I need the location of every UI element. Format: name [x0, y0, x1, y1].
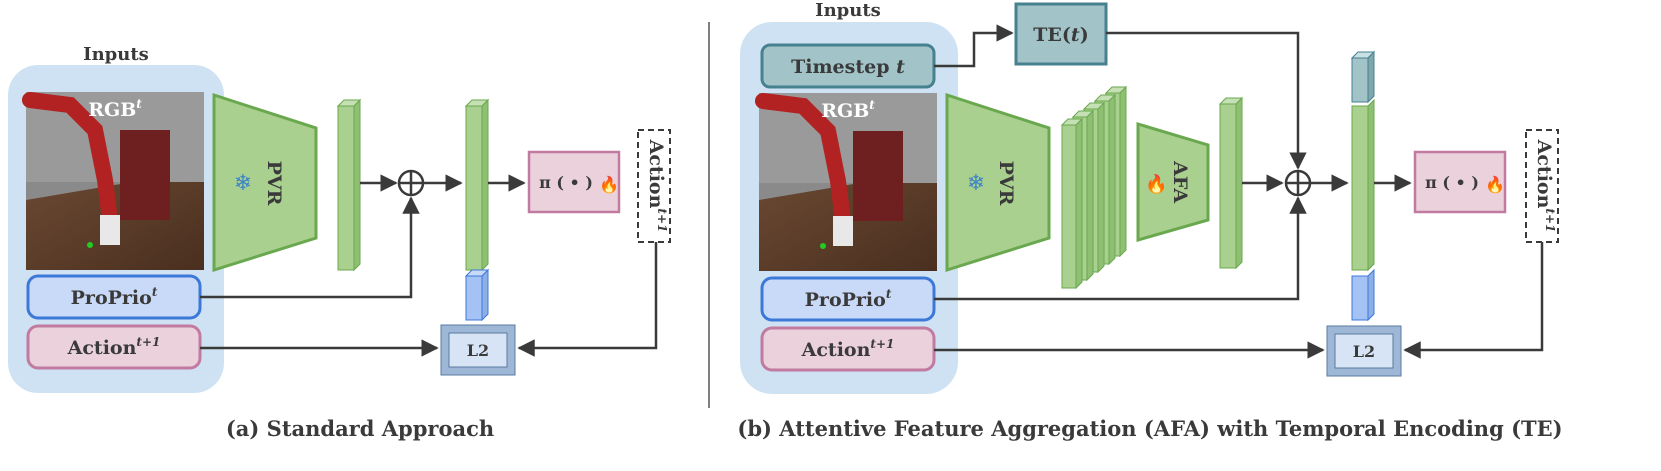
action-output-box-a [637, 129, 671, 243]
combined-vector-b [1350, 50, 1376, 322]
svg-text:ProPriot: ProPriot [805, 287, 892, 311]
combined-vector-a [464, 98, 490, 322]
te-label: TE( [1033, 24, 1071, 46]
rgb-image-b: RGBt [755, 93, 937, 271]
te-close: ) [1080, 24, 1089, 46]
pvr-encoder-b [945, 92, 1051, 273]
action-input-label-a: Action [67, 337, 137, 359]
policy-label-a: π ( • ) [539, 173, 593, 192]
policy-label-b: π ( • ) [1425, 173, 1479, 192]
panel-b: Inputs Timestep t TE(t) RGBt ProPriot Ac… [737, 0, 1562, 441]
l2-label-a: L2 [467, 341, 489, 360]
svg-text:Actiont+1: Actiont+1 [67, 335, 161, 359]
action-output-sup-b: t+1 [1543, 208, 1557, 232]
svg-text:ProPriot: ProPriot [71, 285, 158, 309]
panel-a: Inputs RGBt ProPriot Actiont+1 ❄ PVR [8, 44, 671, 441]
caption-b: (b) Attentive Feature Aggregation (AFA) … [737, 416, 1562, 441]
te-var: t [1071, 24, 1080, 46]
timestep-label: Timestep [791, 56, 889, 78]
temporal-encoding-box [1014, 2, 1108, 66]
snowflake-icon: ❄ [234, 171, 252, 196]
snowflake-icon: ❄ [967, 171, 985, 196]
fire-icon: 🔥 [1145, 173, 1167, 195]
pvr-label-a: PVR [263, 161, 285, 206]
rgb-image-a: RGBt [22, 92, 204, 270]
svg-text:Actiont+1: Actiont+1 [1533, 139, 1557, 233]
rgb-sup-b: t [869, 98, 875, 112]
inputs-title-b: Inputs [815, 0, 881, 21]
concat-operator-a [397, 169, 425, 197]
svg-text:TE(t): TE(t) [1033, 24, 1088, 46]
timestep-var: t [896, 56, 905, 78]
policy-box-b [1413, 150, 1507, 214]
feature-vector-a [336, 98, 362, 272]
afa-label: AFA [1169, 160, 1191, 203]
pvr-label-b: PVR [995, 161, 1017, 206]
rgb-label-a: RGB [88, 99, 136, 121]
fire-icon: 🔥 [1485, 175, 1505, 194]
l2-loss-a: L2 [440, 324, 516, 376]
concat-operator-b [1284, 169, 1312, 197]
feature-stack [1060, 85, 1128, 290]
proprio-sup-b: t [886, 287, 892, 301]
policy-box-a [527, 150, 621, 214]
aggregated-vector [1218, 96, 1244, 270]
action-input-sup-a: t+1 [136, 335, 160, 349]
action-input-sup-b: t+1 [870, 337, 894, 351]
svg-text:Timestep t: Timestep t [791, 56, 905, 78]
proprio-sup-a: t [152, 285, 158, 299]
inputs-title-a: Inputs [83, 44, 149, 65]
action-output-label-b: Action [1533, 139, 1555, 209]
svg-text:RGBt: RGBt [88, 97, 142, 121]
pvr-encoder-a [212, 92, 318, 273]
l2-loss-b: L2 [1326, 325, 1402, 377]
rgb-label-b: RGB [821, 100, 869, 122]
caption-a: (a) Standard Approach [226, 416, 494, 441]
fire-icon: 🔥 [599, 175, 619, 194]
proprio-label-a: ProPrio [71, 287, 152, 309]
svg-text:RGBt: RGBt [821, 98, 875, 122]
svg-text:Actiont+1: Actiont+1 [801, 337, 895, 361]
action-output-sup-a: t+1 [655, 208, 669, 232]
rgb-sup-a: t [136, 97, 142, 111]
l2-label-b: L2 [1353, 342, 1375, 361]
svg-text:Actiont+1: Actiont+1 [645, 139, 669, 233]
action-input-label-b: Action [801, 339, 871, 361]
proprio-label-b: ProPrio [805, 289, 886, 311]
action-output-label-a: Action [645, 139, 667, 209]
afa-module [1136, 121, 1210, 242]
